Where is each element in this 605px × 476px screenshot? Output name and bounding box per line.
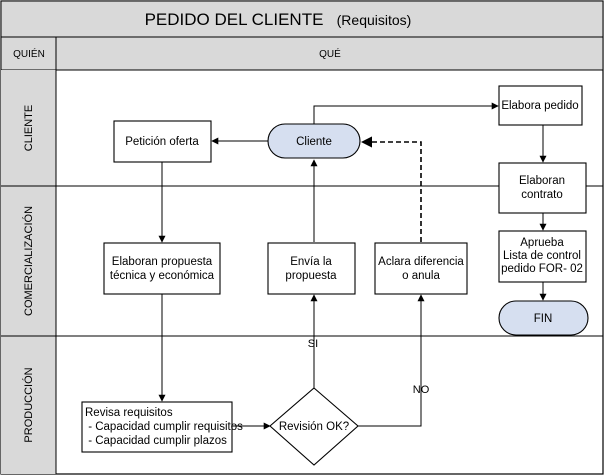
column-header-quien: QUIÉN — [13, 47, 45, 60]
node-elaboran-propuesta: Elaboran propuesta técnica y económica — [103, 242, 221, 295]
diagram-title: PEDIDO DEL CLIENTE — [145, 10, 324, 29]
svg-text:o anula: o anula — [402, 270, 440, 282]
svg-text:Revisión OK?: Revisión OK? — [279, 421, 349, 433]
node-envia-propuesta: Envía la propuesta — [267, 242, 356, 295]
diagram-subtitle: (Requisitos) — [337, 12, 412, 28]
node-peticion-oferta: Petición oferta — [113, 120, 212, 163]
node-fin: FIN — [498, 300, 589, 336]
lane-label-cliente: CLIENTE — [23, 105, 35, 151]
svg-text:propuesta: propuesta — [285, 270, 337, 282]
svg-text:Elaboran: Elaboran — [519, 175, 565, 187]
edge-cliente-to-elabora-pedido — [313, 102, 499, 124]
node-aclara-diferencia: Aclara diferencia o anula — [374, 242, 468, 295]
node-elaboran-contrato: Elaboran contrato — [498, 162, 587, 214]
edge-label-no: NO — [413, 384, 430, 396]
svg-text:Petición oferta: Petición oferta — [125, 136, 199, 148]
lane-label-produccion: PRODUCCIÓN — [22, 367, 35, 442]
svg-text:Aclara diferencia: Aclara diferencia — [378, 256, 464, 268]
lane-label-bg — [1, 70, 56, 474]
svg-text:contrato: contrato — [521, 189, 563, 201]
svg-text:Aprueba: Aprueba — [520, 237, 564, 249]
svg-text:Elabora pedido: Elabora pedido — [501, 100, 578, 112]
svg-text:- Capacidad cumplir requisitos: - Capacidad cumplir requisitos — [85, 421, 243, 433]
node-aprueba-lista: Aprueba Lista de control pedido FOR- 02 — [498, 230, 587, 283]
svg-text:Lista de control: Lista de control — [503, 250, 581, 262]
svg-text:Envía la: Envía la — [290, 256, 332, 268]
node-decision-revision-ok: Revisión OK? — [269, 387, 359, 466]
edge-aclara-to-cliente-dashed — [360, 136, 422, 242]
svg-text:Revisa requisitos: Revisa requisitos — [85, 407, 173, 419]
edge-decision-no — [358, 294, 425, 427]
title-bar — [0, 0, 604, 38]
svg-text:pedido FOR- 02: pedido FOR- 02 — [501, 263, 583, 275]
node-elabora-pedido: Elabora pedido — [498, 85, 583, 126]
svg-text:técnica y económica: técnica y económica — [110, 270, 215, 282]
node-cliente: Cliente — [267, 123, 361, 159]
column-header-bar — [0, 36, 604, 71]
node-revisa-requisitos: Revisa requisitos - Capacidad cumplir re… — [81, 401, 243, 453]
svg-text:Elaboran propuesta: Elaboran propuesta — [112, 256, 213, 268]
lane-label-comercializacion: COMERCIALIZACIÓN — [22, 206, 35, 316]
edge-label-si: SI — [308, 338, 318, 350]
svg-text:- Capacidad cumplir plazos: - Capacidad cumplir plazos — [85, 435, 227, 447]
column-header-que: QUÉ — [319, 47, 341, 60]
svg-text:FIN: FIN — [534, 313, 553, 325]
svg-text:Cliente: Cliente — [296, 136, 332, 148]
